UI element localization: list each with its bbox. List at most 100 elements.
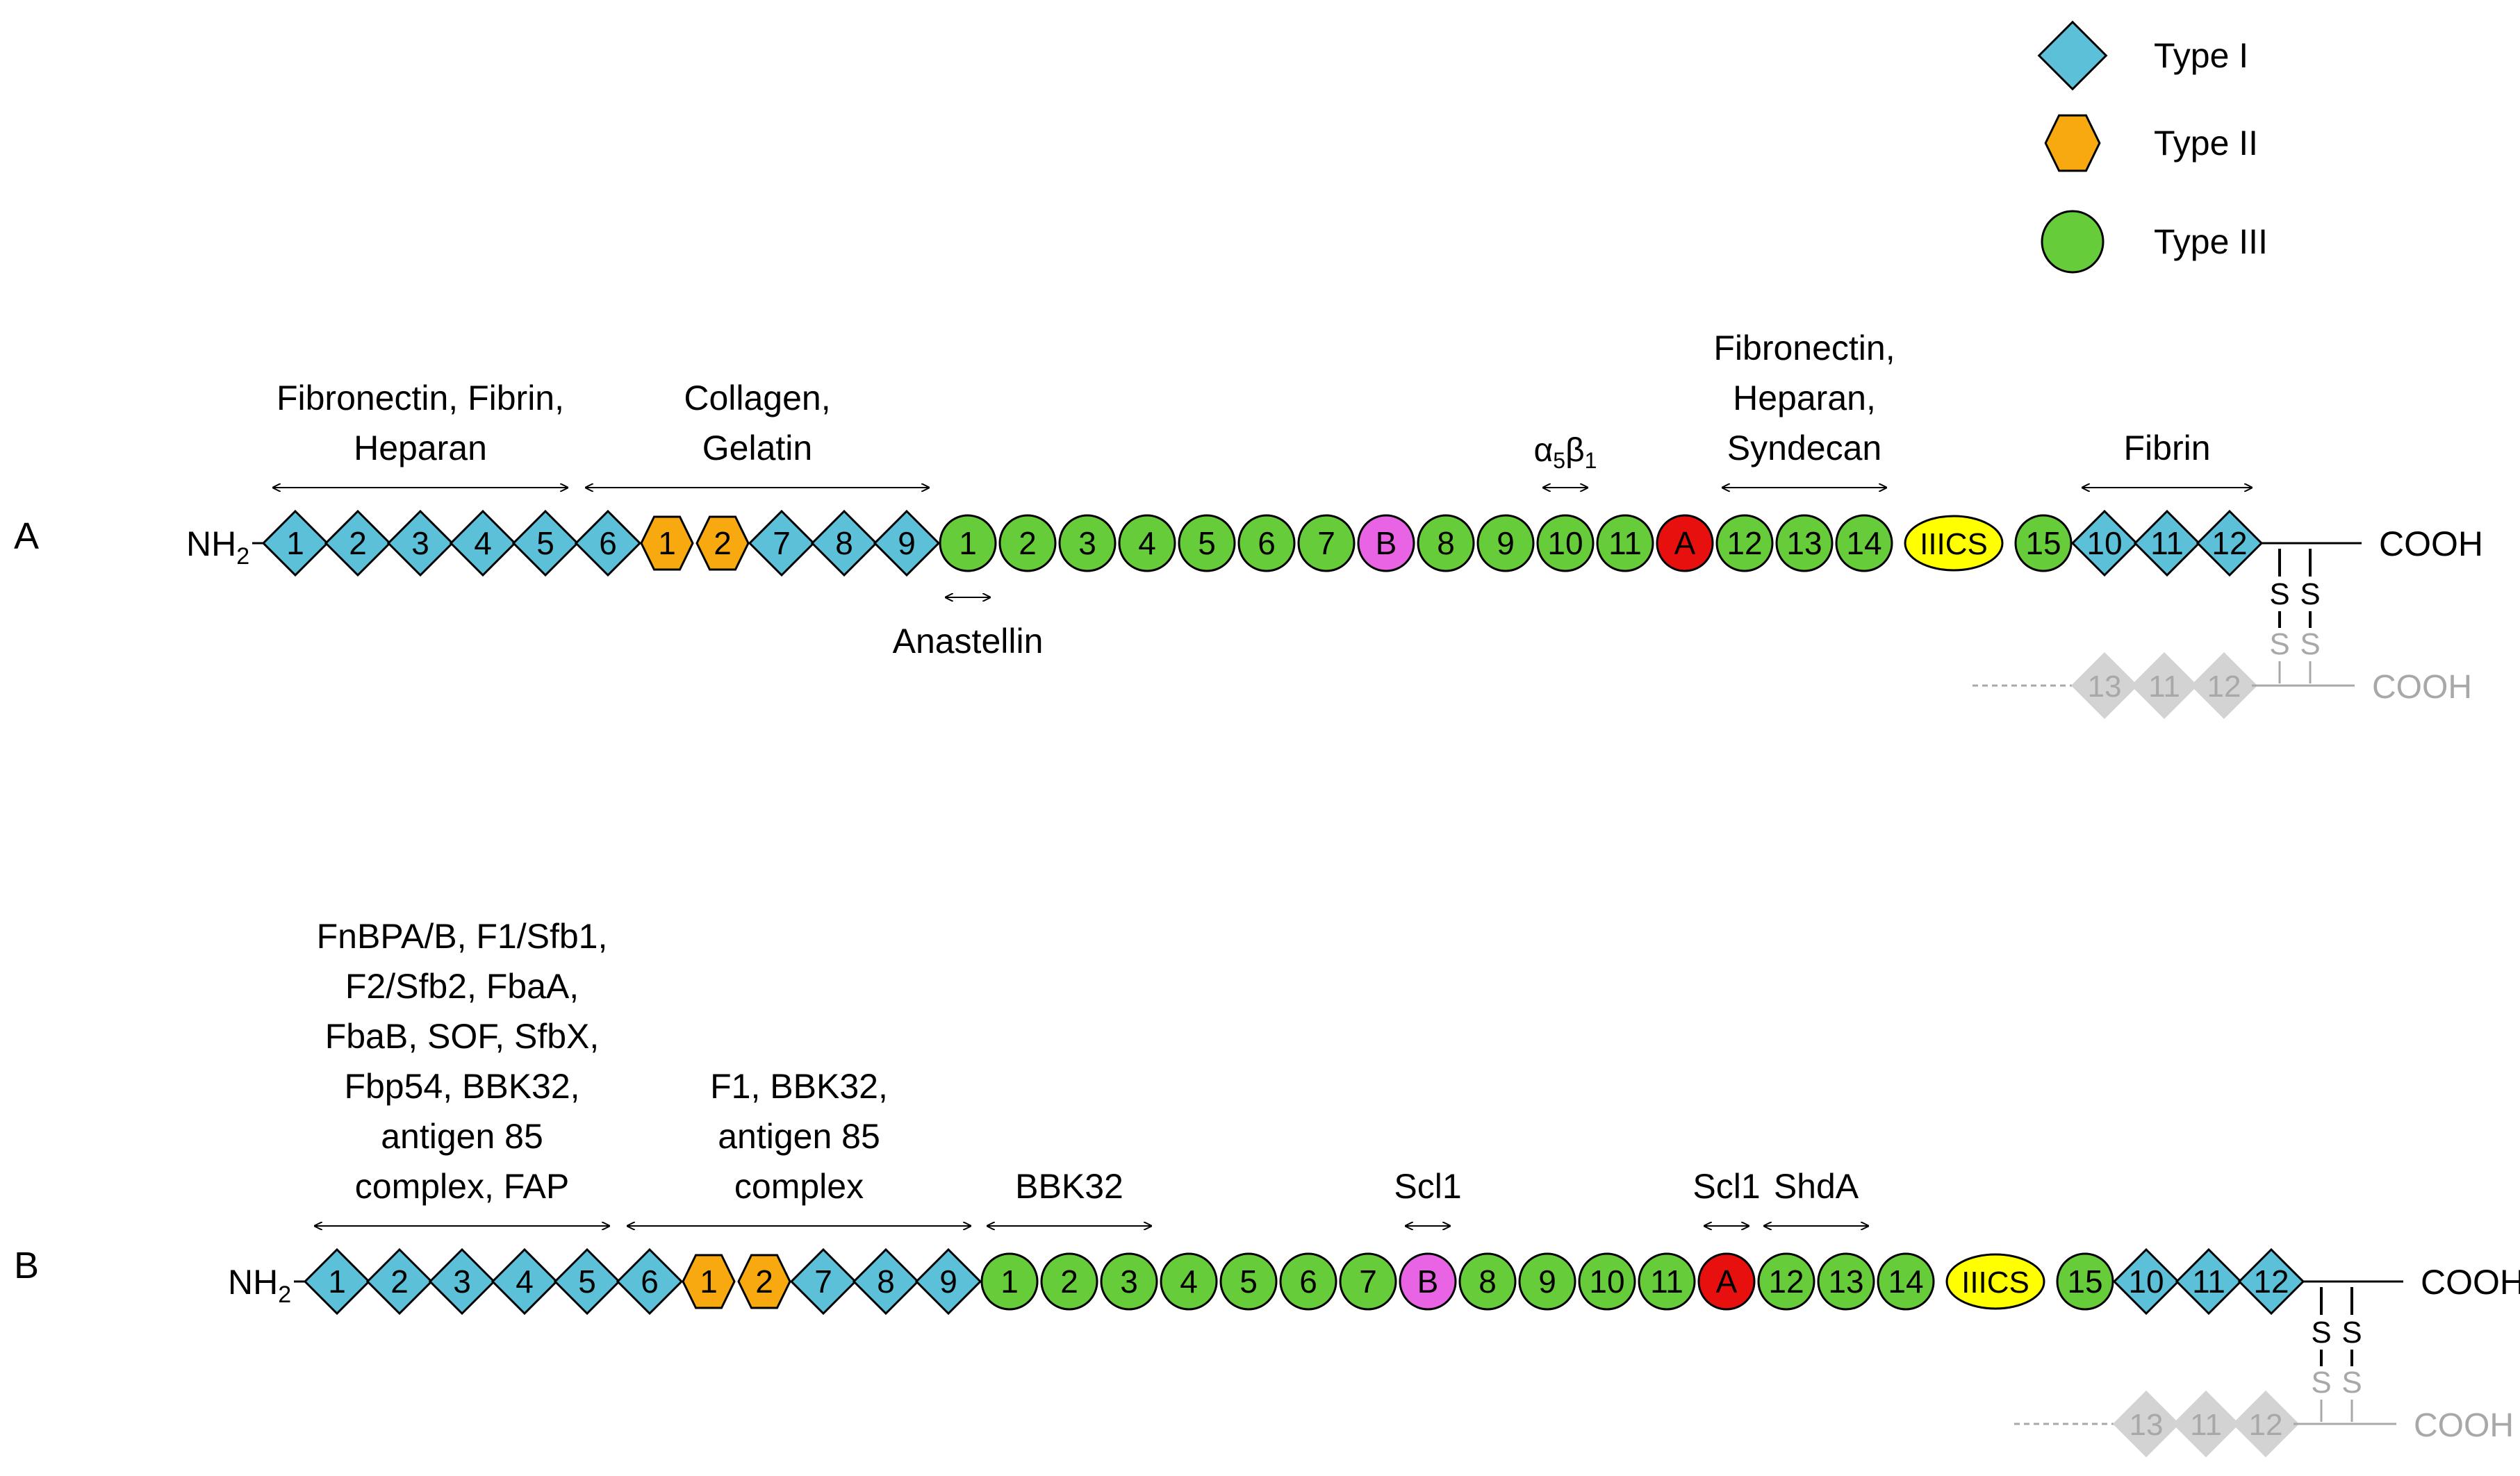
module-circle-3: 3 [1100,1252,1158,1311]
module-diamond-12: 12 [2196,509,2264,577]
sulfur-label-ghost: S [2341,1366,2362,1400]
module-label: 4 [1180,1263,1198,1300]
module-circle-6: 6 [1237,514,1296,572]
module-label: 3 [411,525,429,561]
annotation-text: Gelatin [702,429,812,467]
circle-legend-icon [2041,210,2105,274]
diamond-shape [748,509,816,577]
module-hexagon-2: 2 [695,515,750,571]
binding-annotation: Fibronectin, Fibrin,Heparan [273,379,568,488]
module-diamond-10: 10 [2112,1247,2180,1316]
diamond-shape [852,1247,920,1316]
module-label: 1 [700,1263,718,1300]
module-diamond-6: 6 [574,509,642,577]
module-label: 4 [1138,525,1156,561]
circle-shape [1399,1252,1457,1311]
module-label: 12 [2253,1263,2289,1300]
module-diamond-9: 9 [873,509,941,577]
module-label: 11 [2192,1263,2225,1300]
module-label: 2 [1060,1263,1078,1300]
module-circle-3: 3 [1058,514,1117,572]
module-label: 15 [2067,1263,2102,1300]
ghost-module-label: 12 [2207,670,2241,704]
module-label: 9 [1538,1263,1556,1300]
module-label: 6 [1299,1263,1317,1300]
circle-shape [1757,1252,1815,1311]
annotation-text: F1, BBK32, [710,1067,888,1106]
module-label: 1 [1000,1263,1019,1300]
module-label: 11 [2150,525,2184,561]
module-label: 3 [1078,525,1096,561]
module-diamond-5: 5 [511,509,579,577]
binding-annotation: FnBPA/B, F1/Sfb1,F2/Sfb2, FbaA,FbaB, SOF… [315,917,609,1226]
ghost-diamond-12 [2190,652,2258,720]
circle-shape [1100,1252,1158,1311]
module-ellipse-iiics: IIICS [1945,1253,2045,1310]
annotation-text: Heparan, [1733,379,1876,417]
module-circle-8: 8 [1417,514,1475,572]
module-diamond-8: 8 [810,509,878,577]
ghost-c-terminus-label: COOH [2414,1407,2514,1444]
module-diamond-1: 1 [261,509,329,577]
module-circle-8: 8 [1458,1252,1517,1311]
module-circle-2: 2 [1040,1252,1098,1311]
module-circle-9: 9 [1476,514,1535,572]
circle-shape [939,514,997,572]
module-label: 5 [1198,525,1216,561]
module-label: 4 [516,1263,534,1300]
binding-annotation: Anastellin [893,597,1043,661]
module-diamond-9: 9 [914,1247,982,1316]
ghost-c-terminus-label: COOH [2372,669,2472,706]
hexagon-shape [682,1254,736,1309]
circle-shape [1877,1252,1935,1311]
hexagon-shape [640,515,694,571]
circle-shape [1237,514,1296,572]
annotation-text: complex [734,1167,864,1206]
module-label: 2 [1019,525,1037,561]
module-label: B [1417,1263,1439,1300]
module-label: 11 [1650,1263,1683,1300]
sulfur-label-ghost: S [2300,627,2320,661]
c-terminus-label: COOH [2421,1263,2520,1302]
module-diamond-8: 8 [852,1247,920,1316]
module-label: 8 [877,1263,895,1300]
integrin-label: α5β1 [1534,432,1597,473]
module-circle-5: 5 [1178,514,1236,572]
module-diamond-2: 2 [365,1247,434,1316]
module-label: 12 [1727,525,1762,561]
module-label: 6 [641,1263,659,1300]
annotation-text: complex, FAP [355,1167,569,1206]
circle-shape [1596,514,1654,572]
module-label: 5 [578,1263,596,1300]
diamond-shape [574,509,642,577]
module-circle-5: 5 [1219,1252,1278,1311]
circle-shape [1835,514,1893,572]
module-label: 5 [536,525,554,561]
diamond-shape [2112,1247,2180,1316]
module-label: 7 [1317,525,1335,561]
module-label: 13 [1828,1263,1863,1300]
circle-shape [1339,1252,1397,1311]
module-label: 4 [474,525,492,561]
module-circle-7: 7 [1339,1252,1397,1311]
annotation-text: Fibrin [2123,429,2210,467]
module-label: 9 [1497,525,1515,561]
annotation-text: Fbp54, BBK32, [344,1067,579,1106]
annotation-text: Heparan [354,429,487,467]
module-label: 9 [939,1263,957,1300]
diamond-legend-icon [2037,20,2108,91]
diamond-shape [2196,509,2264,577]
module-label: A [1674,525,1696,561]
panel-label: B [14,1245,39,1286]
circle-shape [1417,514,1475,572]
module-diamond-11: 11 [2133,509,2201,577]
annotation-text: FnBPA/B, F1/Sfb1, [317,917,608,956]
module-label: 9 [898,525,916,561]
module-label: 10 [2128,1263,2164,1300]
module-circle-a: A [1656,514,1714,572]
module-circle-12: 12 [1715,514,1774,572]
binding-annotation: Scl1 [1693,1167,1761,1226]
binding-annotation: Scl1 [1394,1167,1462,1226]
